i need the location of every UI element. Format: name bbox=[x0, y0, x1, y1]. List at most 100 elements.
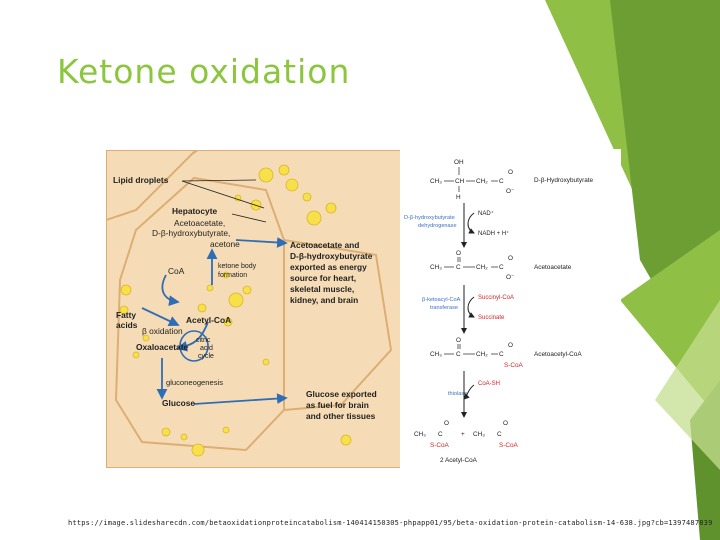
two-acetyl-coa-label: 2 Acetyl-CoA bbox=[440, 457, 478, 464]
beta-oxidation-arrow bbox=[141, 307, 180, 327]
diagram-labels: Lipid droplets Hepatocyte Acetoacetate, … bbox=[113, 175, 377, 421]
c-label: C bbox=[456, 264, 461, 271]
coa-sh-label: CoA-SH bbox=[478, 381, 500, 387]
lipid-droplets bbox=[119, 164, 352, 457]
ketone-reaction-diagram-svg: OH CH₃ CH CH₂ C O O⁻ H D-β-Hydroxybutyra… bbox=[404, 159, 594, 464]
corner-cell bbox=[105, 149, 199, 222]
lipid-droplet bbox=[206, 284, 214, 292]
enzyme2-label-line1: β-ketoacyl-CoA bbox=[422, 297, 461, 303]
acetyl-coa-label: Acetyl-CoA bbox=[186, 315, 231, 325]
ch3-label: CH₃ bbox=[414, 431, 426, 438]
beta-oxidation-label: β oxidation bbox=[142, 326, 183, 336]
cofactor-arrow bbox=[467, 296, 475, 318]
reaction-arrows bbox=[461, 203, 475, 418]
cofactor-arrow bbox=[467, 212, 475, 234]
lipid-droplet bbox=[222, 426, 230, 434]
o-label: O bbox=[503, 420, 508, 427]
exported-label-line4: source for heart, bbox=[290, 273, 356, 283]
plus-label: + bbox=[461, 431, 465, 438]
exported-label-line6: kidney, and brain bbox=[290, 295, 358, 305]
lipid-droplet bbox=[161, 427, 171, 437]
oh-label: OH bbox=[454, 159, 464, 166]
s-coa-label: S-CoA bbox=[430, 442, 450, 449]
lipid-droplet bbox=[258, 167, 274, 183]
deco-facet-lower-light bbox=[655, 300, 720, 470]
lipid-droplet bbox=[191, 443, 205, 457]
hepatocyte-diagram: Lipid droplets Hepatocyte Acetoacetate, … bbox=[105, 149, 408, 469]
o-minus-label: O⁻ bbox=[506, 188, 514, 195]
fatty-acids-label-line1: Fatty bbox=[116, 310, 136, 320]
fatty-acids-label-line2: acids bbox=[116, 320, 138, 330]
lipid-droplet bbox=[340, 434, 352, 446]
acetoacetate-label: Acetoacetate bbox=[534, 264, 572, 271]
ketones-label-line2: D-β-hydroxybutyrate, bbox=[152, 228, 230, 238]
lipid-droplets-label: Lipid droplets bbox=[113, 175, 169, 185]
enzyme1-label-line2: dehydrogenase bbox=[418, 223, 457, 229]
lipid-droplet bbox=[262, 358, 270, 366]
ketones-label-line1: Acetoacetate, bbox=[174, 218, 225, 228]
lipid-pointer-line bbox=[181, 179, 257, 182]
d-beta-hydroxybutyrate-label: D-β-Hydroxybutyrate bbox=[534, 177, 594, 184]
oxaloacetate-label: Oxaloacetate bbox=[136, 342, 188, 352]
o-minus-label: O⁻ bbox=[506, 274, 514, 281]
c-label: C bbox=[499, 178, 504, 185]
lipid-droplet bbox=[222, 271, 230, 279]
hepatocyte-diagram-svg: Lipid droplets Hepatocyte Acetoacetate, … bbox=[105, 149, 408, 469]
o-label: O bbox=[456, 250, 461, 257]
o-label: O bbox=[508, 342, 513, 349]
ch2-label: CH₂ bbox=[476, 178, 488, 185]
c-label: C bbox=[499, 264, 504, 271]
cycle-label-line1: citric bbox=[196, 337, 211, 344]
succinate-label: Succinate bbox=[478, 315, 505, 321]
pathway-arrows bbox=[141, 237, 288, 405]
enzyme1-label-line1: D-β-hydroxybutyrate bbox=[404, 215, 455, 221]
lipid-droplet bbox=[278, 164, 290, 176]
gluconeogenesis-label: gluconeogenesis bbox=[166, 378, 223, 387]
glucose-label: Glucose bbox=[162, 398, 195, 408]
ch-label: CH bbox=[455, 178, 465, 185]
exported-label-line5: skeletal muscle, bbox=[290, 284, 354, 294]
ketone-reaction-diagram: OH CH₃ CH CH₂ C O O⁻ H D-β-Hydroxybutyra… bbox=[400, 149, 621, 481]
citric-acid-cycle-loop bbox=[179, 330, 209, 362]
exported-label-line2: D-β-hydroxybutyrate bbox=[290, 251, 373, 261]
lipid-droplet bbox=[132, 351, 140, 359]
c-label: C bbox=[456, 351, 461, 358]
lipid-droplet bbox=[223, 317, 233, 327]
s-coa-label: S-CoA bbox=[504, 362, 524, 369]
neighbor-cell bbox=[283, 238, 393, 412]
enzyme2-label-line2: transferase bbox=[430, 305, 458, 311]
pointer-lines bbox=[181, 179, 267, 223]
thiolase-label: thiolase bbox=[448, 391, 467, 397]
cycle-label-line2: acid bbox=[200, 345, 213, 352]
glucose-export-label-line2: as fuel for brain bbox=[306, 400, 369, 410]
o-label: O bbox=[508, 255, 513, 262]
h-label: H bbox=[456, 194, 461, 201]
o-label: O bbox=[508, 169, 513, 176]
c-label: C bbox=[497, 431, 502, 438]
s-coa-label: S-CoA bbox=[499, 442, 519, 449]
hepatocyte-cell bbox=[114, 176, 285, 452]
ketone-formation-label-line1: ketone body bbox=[218, 263, 257, 270]
cofactor-arrow bbox=[463, 384, 475, 400]
lipid-droplet bbox=[197, 303, 207, 313]
o-label: O bbox=[444, 420, 449, 427]
lipid-droplet bbox=[302, 192, 312, 202]
lipid-pointer-line bbox=[181, 180, 265, 209]
hepatocyte-label: Hepatocyte bbox=[172, 206, 217, 216]
lipid-droplet bbox=[228, 292, 244, 308]
ketones-label-line3: acetone bbox=[210, 239, 240, 249]
ch2-label: CH₂ bbox=[476, 264, 488, 271]
lipid-droplet bbox=[180, 433, 188, 441]
acetoacetyl-coa-label: Acetoacetyl-CoA bbox=[534, 351, 582, 358]
exported-label-line3: exported as energy bbox=[290, 262, 367, 272]
ch3-label: CH₃ bbox=[473, 431, 485, 438]
ch2-label: CH₂ bbox=[476, 351, 488, 358]
exported-label-line1: Acetoacetate and bbox=[290, 240, 359, 250]
lipid-droplet bbox=[234, 194, 242, 202]
lipid-droplet bbox=[142, 334, 150, 342]
c-label: C bbox=[499, 351, 504, 358]
lipid-droplet bbox=[119, 305, 129, 315]
ch3-label: CH₃ bbox=[430, 264, 442, 271]
